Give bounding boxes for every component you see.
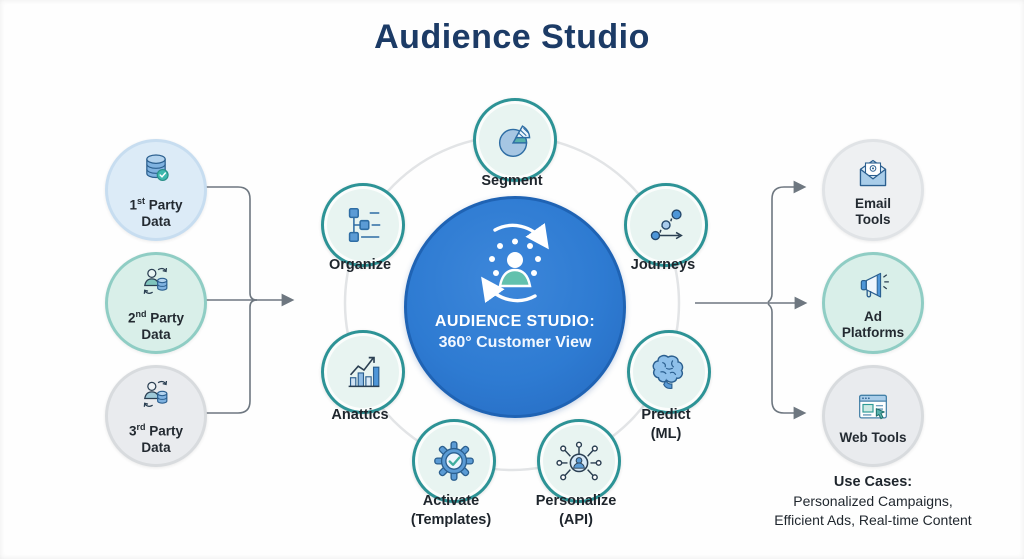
- email-at-icon: [859, 159, 887, 186]
- node-organize-label: Organize: [328, 257, 392, 273]
- customer-360-icon: [481, 223, 549, 303]
- megaphone-icon: [860, 272, 889, 298]
- node-segment-label: Segment: [481, 173, 543, 189]
- browser-cursor-icon: [859, 394, 887, 419]
- database-check-icon: [146, 154, 169, 182]
- connector-right-top-arrow: [767, 180, 807, 303]
- destination-email-tools[interactable]: Email Tools: [822, 139, 924, 241]
- node-journeys-label: Journeys: [630, 257, 696, 273]
- destination-label: Ad Platforms: [841, 308, 905, 340]
- use-cases-line1: Personalized Campaigns,: [793, 493, 953, 509]
- person-sync-database-icon: [143, 381, 168, 408]
- person-sync-database-icon: [143, 268, 168, 295]
- destination-label: Email Tools: [854, 195, 892, 227]
- connector-left-bottom: [202, 299, 258, 414]
- destination-web-tools[interactable]: Web Tools: [822, 365, 924, 467]
- source-second-party-data[interactable]: 2nd Party Data: [105, 252, 207, 354]
- pie-chart-icon: [498, 125, 531, 158]
- source-label: 3rd Party Data: [128, 422, 184, 455]
- node-activate[interactable]: [412, 419, 496, 503]
- bar-chart-icon: [348, 356, 380, 388]
- connector-right-bottom-arrow: [767, 303, 807, 420]
- connector-left-top: [202, 186, 258, 301]
- node-personalize-label: Personalize (API): [535, 493, 617, 528]
- source-label: 2nd Party Data: [127, 309, 185, 342]
- source-label: 1st Party Data: [129, 196, 183, 229]
- node-personalize[interactable]: [537, 419, 621, 503]
- node-organize[interactable]: [321, 183, 405, 267]
- page-title: Audience Studio: [374, 18, 650, 56]
- use-cases-note: Use Cases: Personalized Campaigns, Effic…: [742, 474, 1004, 530]
- destination-ad-platforms[interactable]: Ad Platforms: [822, 252, 924, 354]
- center-title-line1: AUDIENCE STUDIO:: [434, 313, 596, 330]
- node-segment[interactable]: [473, 98, 557, 182]
- node-journeys[interactable]: [624, 183, 708, 267]
- source-third-party-data[interactable]: 3rd Party Data: [105, 365, 207, 467]
- use-cases-line2: Efficient Ads, Real-time Content: [774, 512, 972, 528]
- node-analytics-label: Anattics: [331, 407, 389, 423]
- center-title-line2: 360° Customer View: [438, 334, 592, 351]
- center-hub[interactable]: AUDIENCE STUDIO: 360° Customer View: [404, 196, 626, 418]
- brain-icon: [652, 354, 684, 390]
- source-first-party-data[interactable]: 1st Party Data: [105, 139, 207, 241]
- journey-path-icon: [650, 209, 683, 241]
- node-predict[interactable]: [627, 330, 711, 414]
- node-predict-label: Predict (ML): [641, 407, 691, 442]
- use-cases-heading: Use Cases:: [833, 474, 913, 490]
- destination-label: Web Tools: [839, 429, 907, 445]
- node-activate-label: Activate (Templates): [410, 493, 492, 528]
- network-person-icon: [556, 441, 602, 481]
- node-analytics[interactable]: [321, 330, 405, 414]
- gear-check-icon: [434, 441, 474, 481]
- hierarchy-icon: [348, 207, 381, 243]
